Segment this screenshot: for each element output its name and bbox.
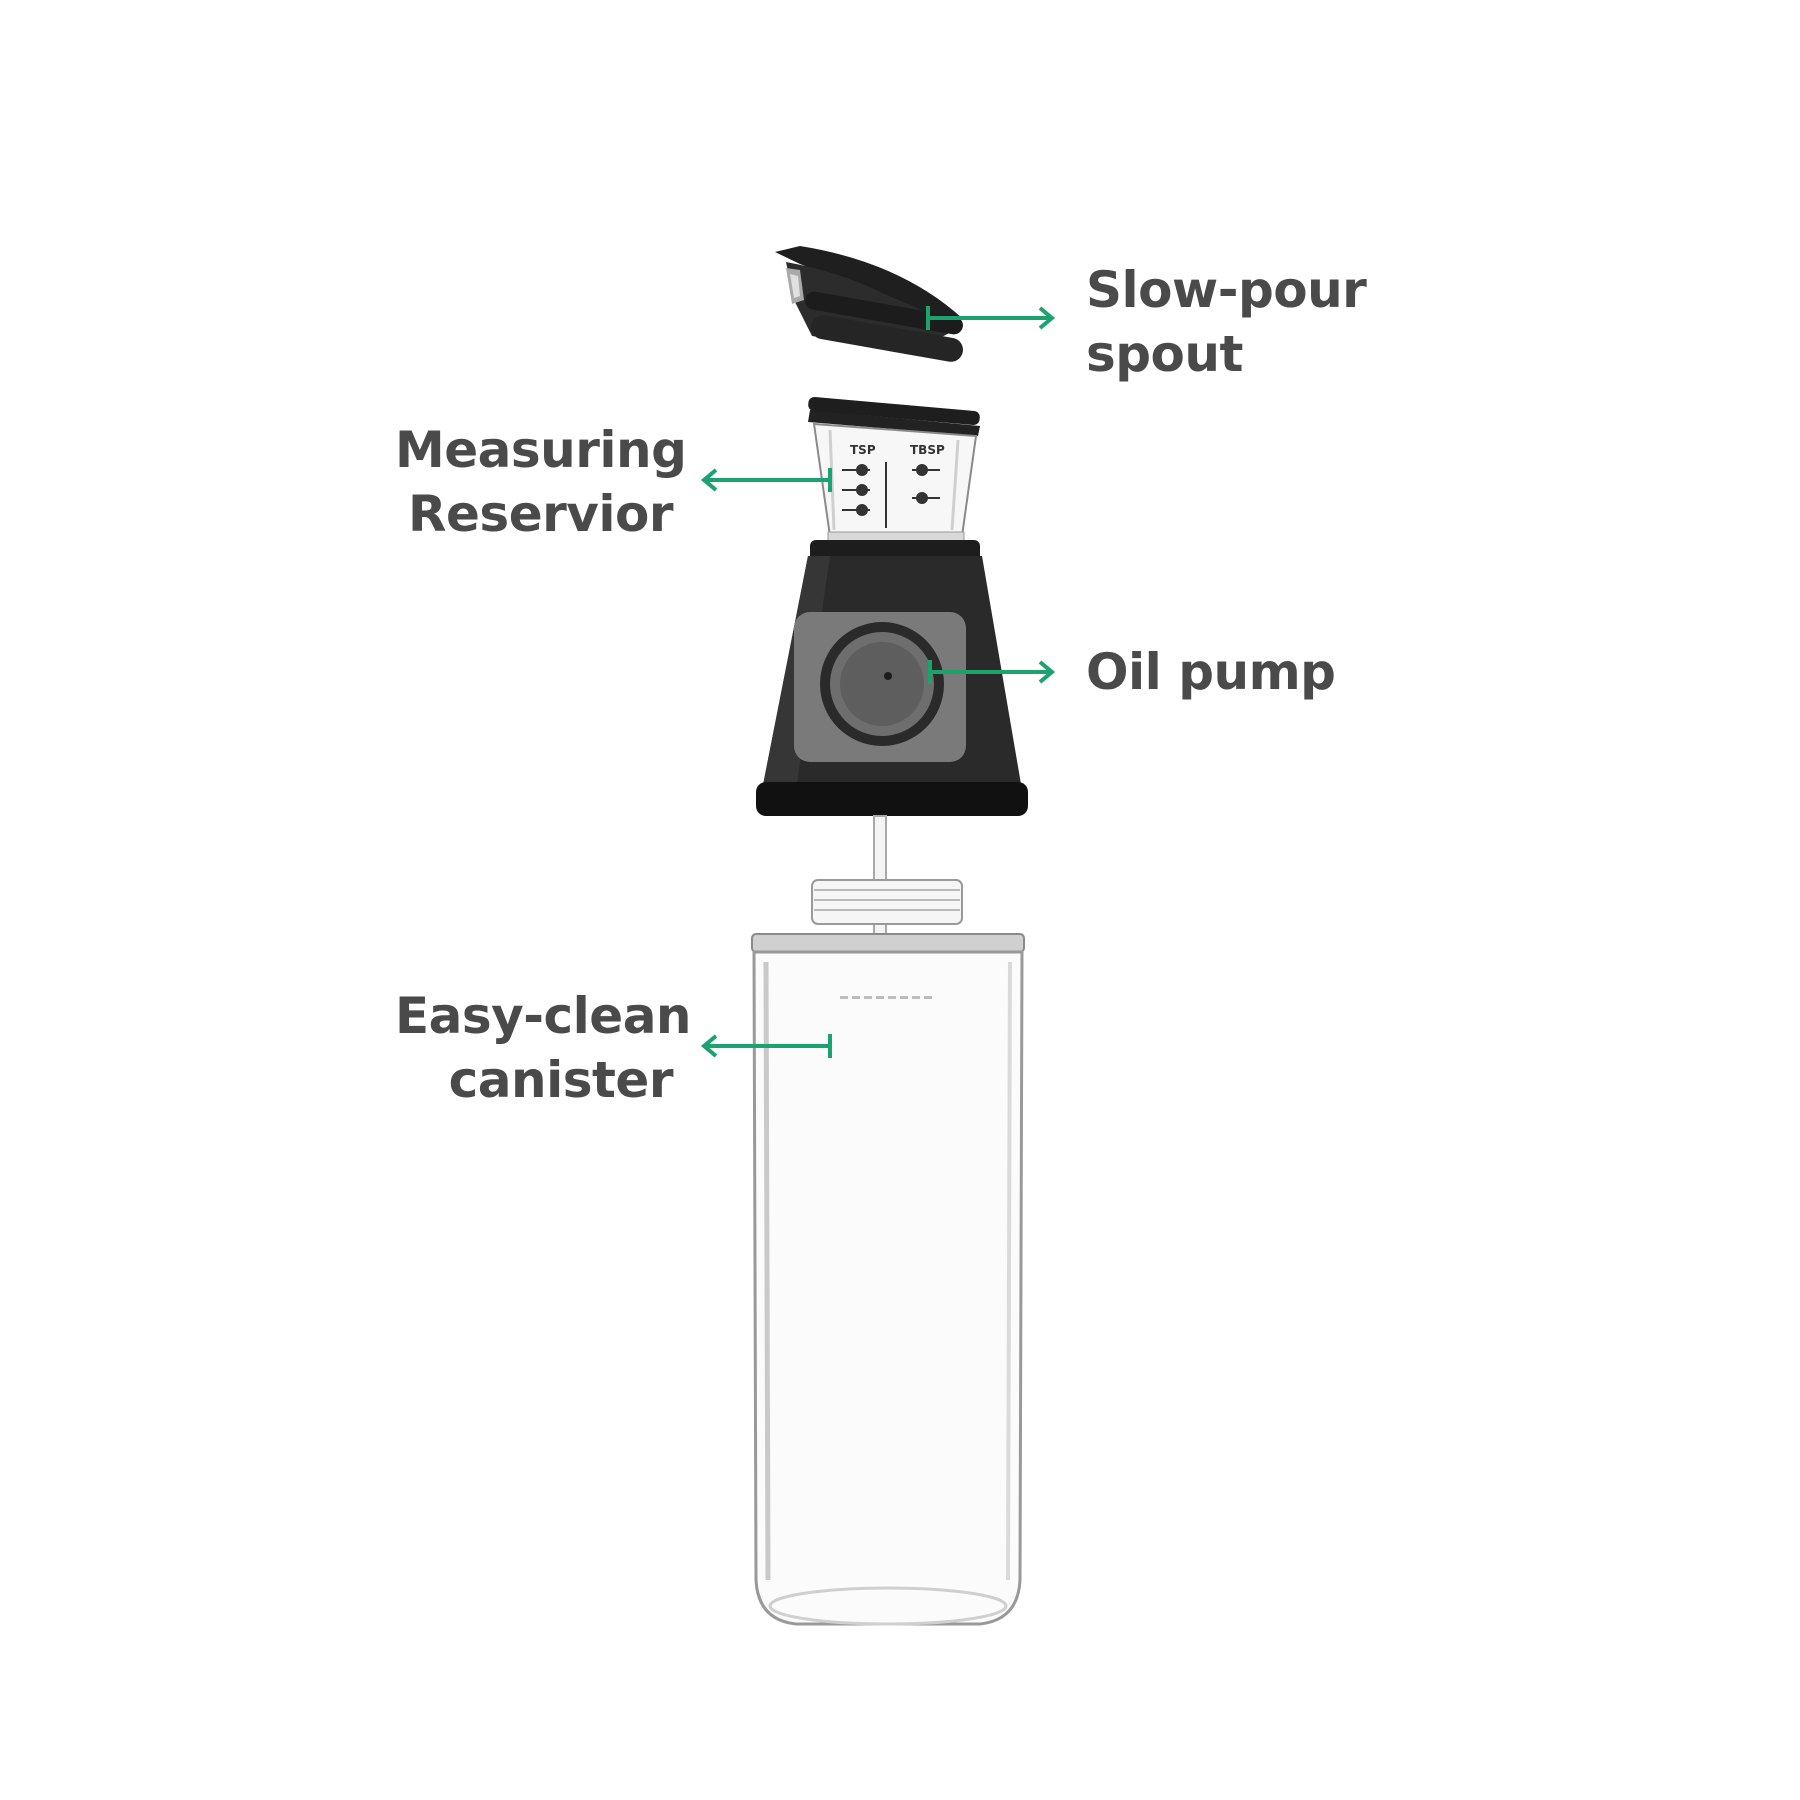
canister [751, 879, 1025, 1626]
callout-pump-arrow [928, 660, 1056, 684]
label-measuring-reservoir: Measuring Reservior [395, 418, 687, 546]
spout-cap [775, 246, 963, 362]
canister-brand-mark [840, 996, 932, 999]
reservoir-scale-tsp: TSP [850, 443, 876, 457]
label-oil-pump: Oil pump [1086, 640, 1336, 704]
label-slow-pour-spout: Slow-pour spout [1086, 258, 1367, 386]
label-canister-line1: Easy-clean [395, 987, 692, 1045]
measuring-reservoir: TSP TBSP [808, 397, 980, 543]
callout-canister-arrow [700, 1034, 832, 1058]
callout-reservoir-arrow [700, 468, 832, 492]
oil-pump [756, 540, 1028, 816]
label-spout-line2: spout [1086, 325, 1243, 383]
label-canister-line2: canister [448, 1051, 674, 1109]
label-spout-line1: Slow-pour [1086, 261, 1367, 319]
callout-spout-arrow [926, 306, 1056, 330]
label-easy-clean-canister: Easy-clean canister [395, 984, 692, 1112]
label-pump-line1: Oil pump [1086, 643, 1336, 701]
label-reservoir-line1: Measuring [395, 421, 687, 479]
label-reservoir-line2: Reservior [408, 485, 673, 543]
reservoir-scale-tbsp: TBSP [910, 443, 945, 457]
